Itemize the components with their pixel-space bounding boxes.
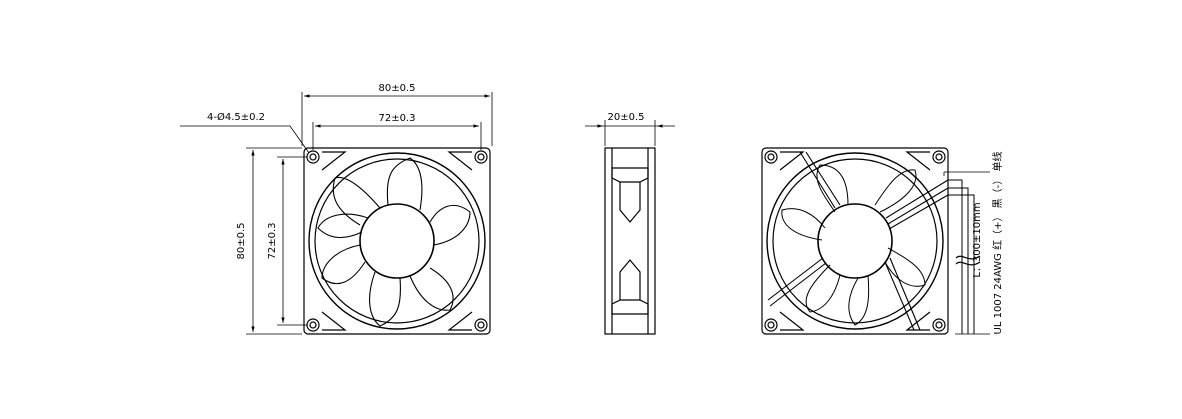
front-mounting-holes-label: 4-Ø4.5±0.2: [207, 111, 265, 123]
rear-dimension-leader: [943, 171, 990, 335]
side-frame-outline: [604, 147, 656, 335]
wire-spec-label: UL 1007 24AWG 红（+） 黑（-） 单线: [991, 152, 1004, 335]
side-lower-segment: [611, 259, 649, 315]
side-thickness-label: 20±0.5: [607, 112, 644, 123]
rear-blades: [781, 164, 926, 326]
rear-hub: [817, 203, 893, 279]
front-overall-width-label: 80±0.5: [378, 83, 415, 94]
rear-corner-ribs: [779, 151, 931, 331]
rear-view: [761, 147, 981, 335]
front-mounting-holes: [306, 150, 488, 332]
side-upper-segment: [611, 167, 649, 223]
lead-length-label: L：300±10mm: [972, 202, 983, 277]
front-corner-ribs: [321, 151, 473, 331]
front-overall-height-label: 80±0.5: [236, 222, 247, 259]
front-hub: [359, 203, 435, 279]
front-frame-outline: [303, 147, 491, 335]
front-fan-opening: [308, 152, 486, 330]
front-hole-pitch-width-label: 72±0.3: [378, 113, 415, 124]
front-fan-shroud: [314, 158, 480, 324]
rear-mounting-holes: [764, 150, 946, 332]
rear-frame-outline: [761, 147, 949, 335]
front-hole-pitch-height-label: 72±0.3: [267, 222, 278, 259]
front-view: [303, 147, 491, 335]
side-view: [604, 147, 656, 335]
lead-wires: [948, 179, 975, 334]
wire-break-symbol: [955, 255, 981, 260]
rear-fan-opening: [766, 152, 944, 330]
side-dimensions: [585, 120, 675, 146]
front-blades: [317, 157, 471, 327]
rear-struts: [767, 151, 949, 331]
front-dimensions: [180, 92, 493, 335]
